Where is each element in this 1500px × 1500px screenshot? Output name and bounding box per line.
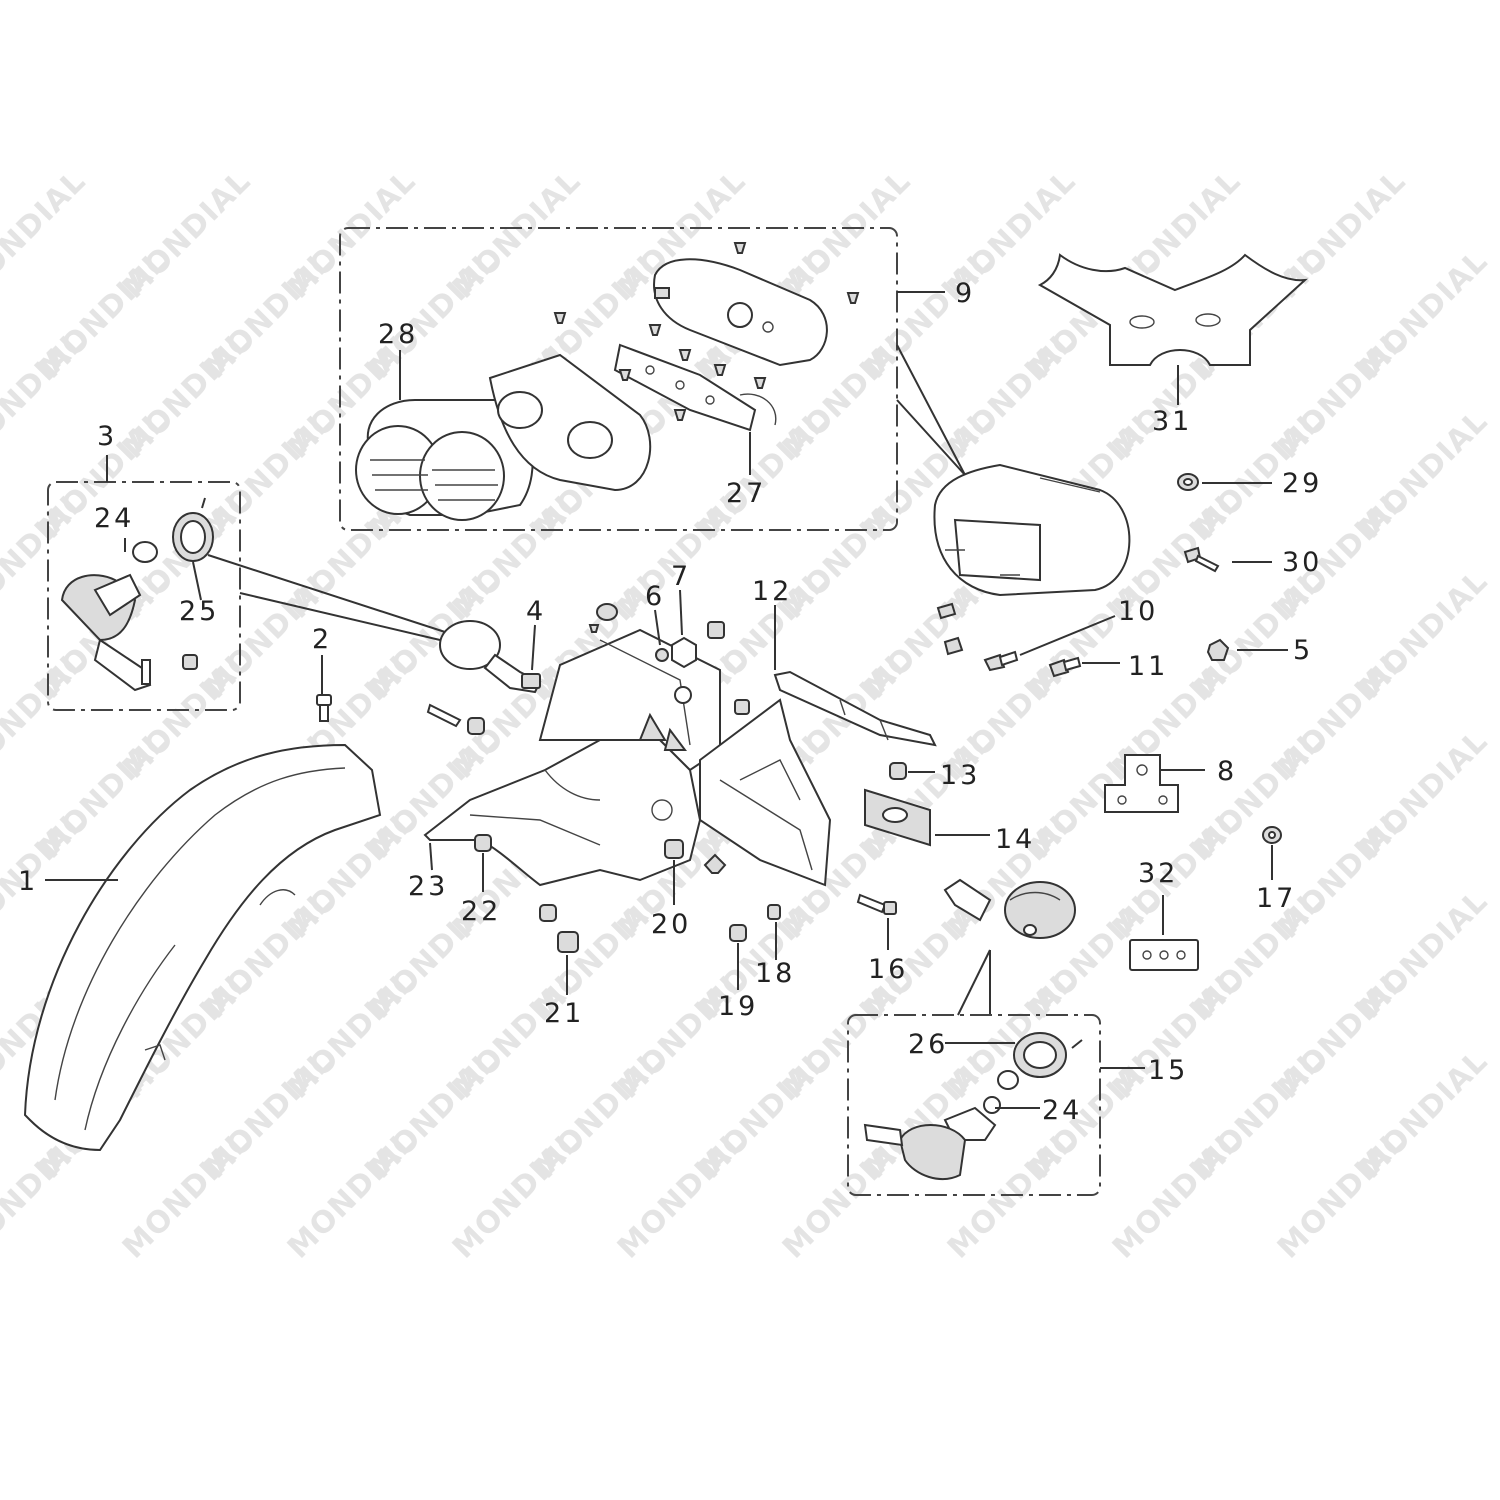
hardware-6-7-drawing (588, 603, 750, 715)
callout-12: 12 (752, 576, 792, 607)
callout-22: 22 (461, 896, 501, 927)
callout-26: 26 (908, 1029, 948, 1060)
callout-5: 5 (1293, 635, 1313, 666)
watermark-text: MONDIAL (281, 1124, 423, 1266)
leader-3-to-4a (239, 592, 441, 641)
wiring-bracket-12-drawing (773, 670, 937, 747)
callout-29: 29 (1282, 468, 1322, 499)
callout-13: 13 (940, 760, 980, 791)
bolts-10-11-drawing (936, 602, 1082, 678)
callout-15: 15 (1148, 1055, 1188, 1086)
callout-20: 20 (651, 909, 691, 940)
right-turn-signal-drawing (943, 878, 1076, 939)
fender-bolt-drawing (316, 694, 332, 722)
leader-15a (957, 949, 991, 1016)
callout-19: 19 (718, 991, 758, 1022)
callout-4: 4 (526, 596, 546, 627)
small-plate-32-drawing (1129, 939, 1199, 971)
callout-1: 1 (18, 866, 38, 897)
callout-24-left: 24 (94, 503, 134, 534)
callout-14: 14 (995, 824, 1035, 855)
callout-21: 21 (544, 998, 584, 1029)
small-nuts-drawing (474, 762, 907, 953)
watermark-text: MONDIAL (611, 1124, 753, 1266)
leader-9b (896, 399, 966, 476)
callout-10: 10 (1118, 596, 1158, 627)
watermark-text: MONDIAL (446, 1124, 588, 1266)
leader-lines (45, 291, 1288, 1109)
callout-8: 8 (1217, 756, 1237, 787)
group-box-9 (339, 227, 898, 531)
callout-17: 17 (1256, 883, 1296, 914)
watermark-text: MONDIAL (0, 324, 93, 466)
callout-27: 27 (726, 478, 766, 509)
callout-24-right: 24 (1042, 1095, 1082, 1126)
leader-3-to-4b (207, 554, 446, 633)
left-turn-signal-exploded-drawing (60, 497, 214, 692)
watermark-text: MONDIAL (0, 164, 93, 306)
license-plate-holder-drawing (423, 628, 832, 887)
washer-17-drawing (1262, 826, 1282, 844)
washer-29-drawing (1177, 473, 1199, 491)
watermark-text: MONDIAL (1271, 1124, 1413, 1266)
rear-fender-drawing (23, 743, 382, 1152)
watermark-text: MONDIAL (116, 1124, 258, 1266)
plate-31-drawing (1037, 253, 1308, 366)
nut-5-drawing (1206, 638, 1230, 661)
callout-30: 30 (1282, 547, 1322, 578)
leader-9a (896, 344, 966, 476)
group-box-3 (47, 481, 241, 711)
watermark-text: MONDIAL (1106, 1124, 1248, 1266)
left-turn-signal-drawing (439, 620, 542, 694)
callout-31: 31 (1152, 406, 1192, 437)
tail-light-assembled-drawing (933, 463, 1131, 597)
callout-labels: 1 2 3 4 5 6 7 8 9 10 11 12 13 14 15 16 1… (18, 278, 1322, 1126)
screw-16-drawing (856, 893, 897, 915)
callout-9: 9 (955, 278, 975, 309)
reflector-14-drawing (864, 788, 931, 847)
callout-16: 16 (868, 954, 908, 985)
parts-drawing (23, 227, 1308, 1196)
callout-25: 25 (179, 596, 219, 627)
right-turn-signal-exploded-drawing (863, 1032, 1083, 1180)
callout-6: 6 (645, 581, 665, 612)
callout-11: 11 (1128, 651, 1168, 682)
tail-light-exploded-drawing (355, 242, 860, 521)
screw-30-drawing (1183, 546, 1220, 573)
callout-32: 32 (1138, 858, 1178, 889)
callout-28: 28 (378, 319, 418, 350)
callout-18: 18 (755, 958, 795, 989)
callout-3: 3 (97, 421, 117, 452)
hardware-near-4 (426, 703, 485, 735)
watermark-text: MONDIAL (0, 644, 93, 786)
callout-2: 2 (312, 624, 332, 655)
callout-23: 23 (408, 871, 448, 902)
bracket-8-drawing (1104, 754, 1179, 813)
group-box-15 (847, 1014, 1101, 1196)
callout-7: 7 (671, 561, 691, 592)
